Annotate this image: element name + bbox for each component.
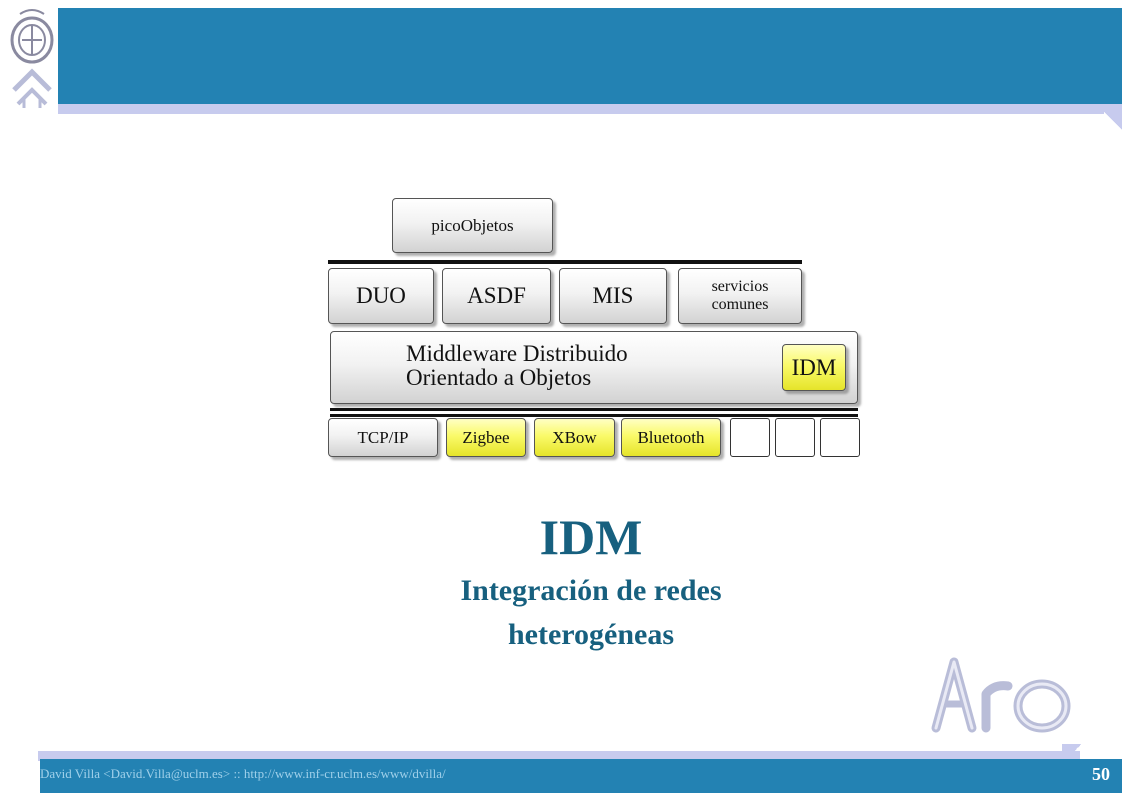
empty-network-box-1 [730,418,770,457]
mis-label: MIS [592,283,634,308]
empty-network-box-3 [820,418,860,457]
picoobjetos-label: picoObjetos [431,215,514,235]
arco-logo-icon [931,657,1071,733]
middleware-box [330,331,858,404]
idm-box-label: IDM [791,354,837,380]
university-crest-icon [10,9,54,108]
middleware-label-line2: Orientado a Objetos [406,365,592,390]
footer-shadow-bar [38,751,1080,761]
footer-author: David Villa <David.Villa@uclm.es> :: htt… [40,766,446,781]
servicios-comunes-box: servicios comunes [678,268,802,324]
duo-box: DUO [328,268,434,324]
tcpip-label: TCP/IP [357,427,409,447]
servicios-label-line1: servicios [711,278,769,295]
separator-line-bottom [330,408,858,411]
bluetooth-label: Bluetooth [637,427,705,447]
header-shadow-corner [1100,104,1122,134]
xbow-label: XBow [552,427,597,447]
mis-box: MIS [559,268,667,324]
middleware-label-line1: Middleware Distribuido [406,341,628,366]
asdf-label: ASDF [467,283,526,308]
idm-box: IDM [782,344,846,391]
header-band [58,8,1122,104]
asdf-box: ASDF [442,268,551,324]
separator-line-top [328,260,802,264]
footer-shadow-corner [1062,744,1084,761]
duo-label: DUO [356,283,406,308]
header-shadow-bar [58,104,1104,114]
slide-subtitle-line1: Integración de redes [460,574,722,607]
servicios-label-line2: comunes [711,296,769,313]
slide-title: IDM [539,509,643,565]
bluetooth-box: Bluetooth [621,418,721,457]
picoobjetos-box: picoObjetos [392,198,553,253]
empty-network-box-2 [775,418,815,457]
slide-subtitle-line2: heterogéneas [507,618,675,651]
tcpip-box: TCP/IP [328,418,438,457]
page-number: 50 [1092,764,1110,784]
footer-band [40,759,1122,793]
zigbee-box: Zigbee [446,418,526,457]
middleware-label: Middleware Distribuido Orientado a Objet… [406,342,706,390]
zigbee-label: Zigbee [462,427,510,447]
xbow-box: XBow [534,418,615,457]
